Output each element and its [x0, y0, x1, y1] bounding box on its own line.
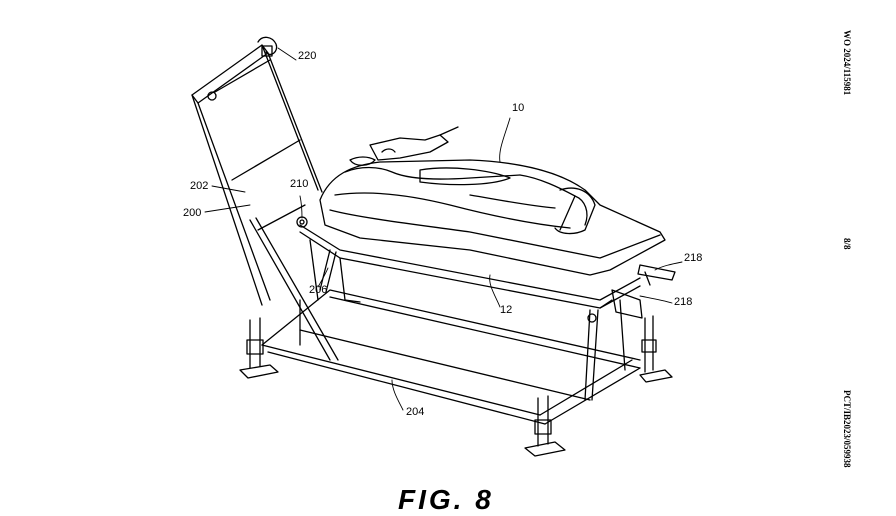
tilt-frame-drawing — [191, 44, 339, 361]
ref-pivot-arm: 206 — [309, 284, 328, 296]
patent-drawing — [191, 36, 683, 457]
application-number: PCT/IB2023/059938 — [842, 390, 852, 468]
base-frame-drawing — [261, 289, 641, 425]
ref-tilt-frame: 202 — [190, 180, 209, 192]
ref-stand: 200 — [183, 207, 202, 219]
leader-lines — [204, 47, 683, 411]
ref-pivot-joint: 210 — [290, 178, 309, 190]
ref-base-frame: 204 — [406, 406, 425, 418]
jet-ski-drawing — [319, 126, 666, 276]
ref-bracket-lower: 218 — [674, 296, 693, 308]
bracket-drawing — [637, 264, 676, 286]
cradle-drawing — [299, 224, 643, 319]
pivot-drawing — [296, 216, 597, 323]
ref-jet-ski: 10 — [512, 102, 525, 114]
ref-hull: 12 — [500, 304, 513, 316]
ref-hook: 220 — [298, 50, 317, 62]
hook-drawing — [257, 36, 278, 57]
jack-feet-drawing — [239, 315, 673, 457]
sheet-number: 8/8 — [842, 238, 852, 250]
publication-number: WO 2024/115981 — [842, 30, 852, 96]
ref-bracket-upper: 218 — [684, 252, 703, 264]
figure-label: FIG. 8 — [398, 484, 494, 515]
